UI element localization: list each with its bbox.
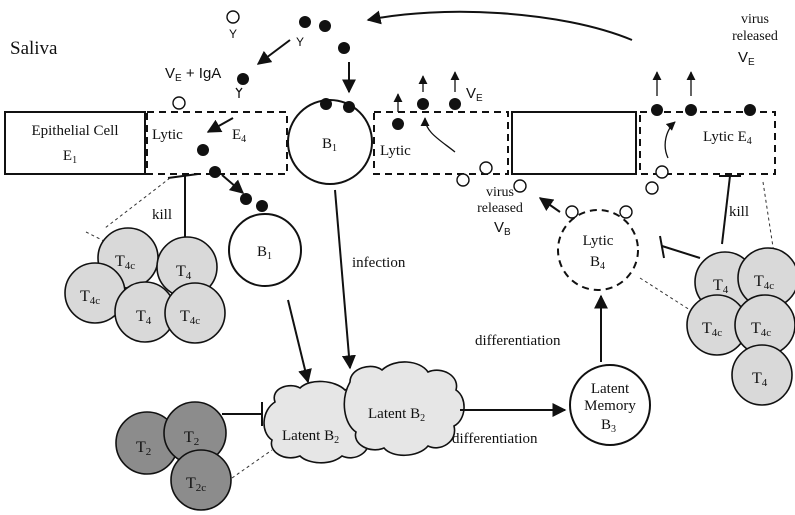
t-cell-bottom-3 xyxy=(170,449,232,511)
lytic-b4-label: Lytic xyxy=(583,233,614,249)
latent-b2-left-label: Latent B2 xyxy=(282,428,339,446)
inhibit-b4-line xyxy=(661,245,701,259)
b-cell-b1-lower xyxy=(228,213,302,287)
b1-lower-label: B1 xyxy=(257,244,272,262)
differentiation-upper-label: differentiation xyxy=(475,333,561,349)
svg-text:T4: T4 xyxy=(176,263,192,282)
lytic-e4-left-cell xyxy=(146,111,288,175)
arrow-b1-to-latent xyxy=(287,299,312,384)
t-cell-right-5 xyxy=(731,344,793,406)
latent-b2-right-label: Latent B2 xyxy=(368,406,425,424)
arrow-e4-to-b1 xyxy=(221,174,245,194)
svg-text:T4: T4 xyxy=(713,277,729,296)
svg-text:T4c: T4c xyxy=(115,253,135,272)
t-cell-left-5 xyxy=(164,282,226,344)
t-cell-cluster-left: T4c T4 T4c T4 T4c xyxy=(64,227,226,344)
t-cell-cluster-right: T4 T4c T4c T4c T4 xyxy=(686,247,795,406)
t-cell-cluster-bottom: T2 T2 T2c xyxy=(115,401,232,511)
kill-right-dotted xyxy=(762,181,776,261)
b1-top-label: B1 xyxy=(322,136,337,154)
svg-text:T2c: T2c xyxy=(186,475,206,494)
kill-left-dotted xyxy=(104,177,171,229)
arrow-lytic-middle-release xyxy=(420,117,456,153)
arrow-infection xyxy=(334,189,356,370)
inhibit-b4-bar xyxy=(659,235,665,259)
latent-b2-right xyxy=(343,361,465,457)
svg-text:T4c: T4c xyxy=(180,308,200,327)
e1-label: E1 xyxy=(63,148,77,166)
virus-released-vb-line1: virus xyxy=(486,185,514,200)
latent-memory-line2: Memory xyxy=(584,398,636,414)
ve-iga-label: VE + IgA xyxy=(165,65,221,84)
epithelial-cell-middle xyxy=(511,111,637,175)
latent-memory-line1: Latent xyxy=(591,381,630,397)
latent-memory-b3 xyxy=(569,364,651,446)
arrow-b4-release xyxy=(538,197,561,213)
kill-right-label: kill xyxy=(729,204,749,220)
kill-right-line xyxy=(721,175,731,245)
lytic-middle-label: Lytic xyxy=(380,143,411,159)
iga-antibody-icon xyxy=(235,87,243,98)
lytic-b-cell-b4 xyxy=(557,209,639,291)
arrow-antibody-to-iga xyxy=(256,39,291,65)
arrow-recirculation xyxy=(366,10,633,41)
svg-text:T2: T2 xyxy=(184,429,199,448)
virus-released-vb-line2: released xyxy=(477,201,523,216)
svg-text:T2: T2 xyxy=(136,439,151,458)
antibody-y-mid: Y xyxy=(296,35,304,49)
lytic-e4-right-label: Lytic E4 xyxy=(703,129,752,147)
vb-label: VB xyxy=(494,219,511,238)
e4-left-label: E4 xyxy=(232,127,246,145)
virus-released-right-line2: released xyxy=(732,29,778,44)
kill-left-label: kill xyxy=(152,207,172,223)
svg-text:T4c: T4c xyxy=(754,273,774,292)
kill-left-bar xyxy=(167,173,199,179)
saliva-label: Saliva xyxy=(10,38,58,59)
lytic-e4-left-label: Lytic xyxy=(152,127,183,143)
svg-text:T4c: T4c xyxy=(751,320,771,339)
epithelial-cell-e1 xyxy=(4,111,146,175)
antibody-y-top: Y xyxy=(229,27,237,41)
epithelial-cell-label: Epithelial Cell xyxy=(31,123,118,139)
svg-text:T4: T4 xyxy=(752,370,768,389)
infection-label: infection xyxy=(352,255,406,271)
lytic-middle-cell xyxy=(373,111,509,175)
ve-middle-label: VE xyxy=(466,85,483,104)
antibody-icon-top xyxy=(226,10,240,24)
lytic-e4-right-cell xyxy=(639,111,776,175)
svg-text:T4: T4 xyxy=(136,308,152,327)
arrow-iga-into-e4 xyxy=(206,117,234,133)
svg-text:T4c: T4c xyxy=(702,320,722,339)
differentiation-lower-label: differentiation xyxy=(452,431,538,447)
svg-text:T4c: T4c xyxy=(80,288,100,307)
b4-label: B4 xyxy=(590,254,605,272)
virus-released-right-line1: virus xyxy=(741,12,769,27)
ve-right-label: VE xyxy=(738,49,755,68)
b3-label: B3 xyxy=(601,417,616,435)
released-virions-hollow xyxy=(172,96,669,219)
virions xyxy=(197,16,756,212)
arrow-lytic-right-release xyxy=(664,121,676,159)
